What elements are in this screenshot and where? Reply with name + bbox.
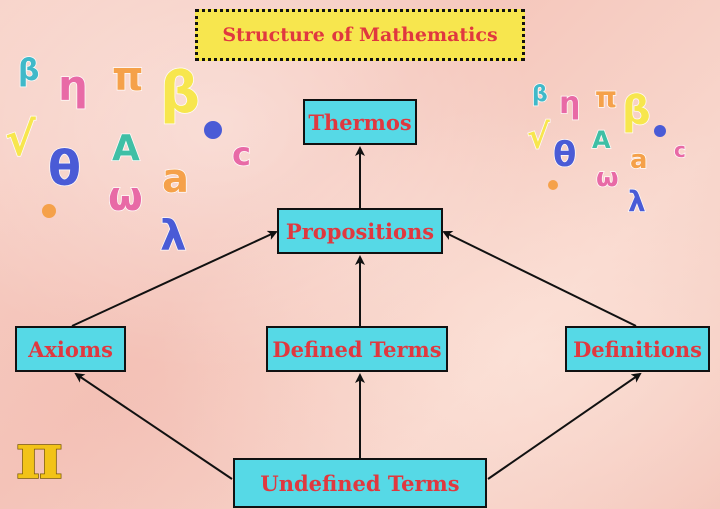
node-propositions: Propositions <box>277 208 443 254</box>
node-undefined-terms: Undefined Terms <box>233 458 487 508</box>
edge-undefined-to-definitions <box>487 372 642 480</box>
edge-undefined-to-axioms <box>74 372 233 480</box>
edge-definitions-to-propositions <box>442 231 637 327</box>
node-definitions: Definitions <box>565 326 710 372</box>
node-defined-terms: Defined Terms <box>266 326 448 372</box>
node-axioms: Axioms <box>15 326 126 372</box>
diagram-title: Structure of Mathematics <box>195 9 525 61</box>
node-thermos: Thermos <box>303 99 417 145</box>
edge-axioms-to-propositions <box>71 230 278 327</box>
